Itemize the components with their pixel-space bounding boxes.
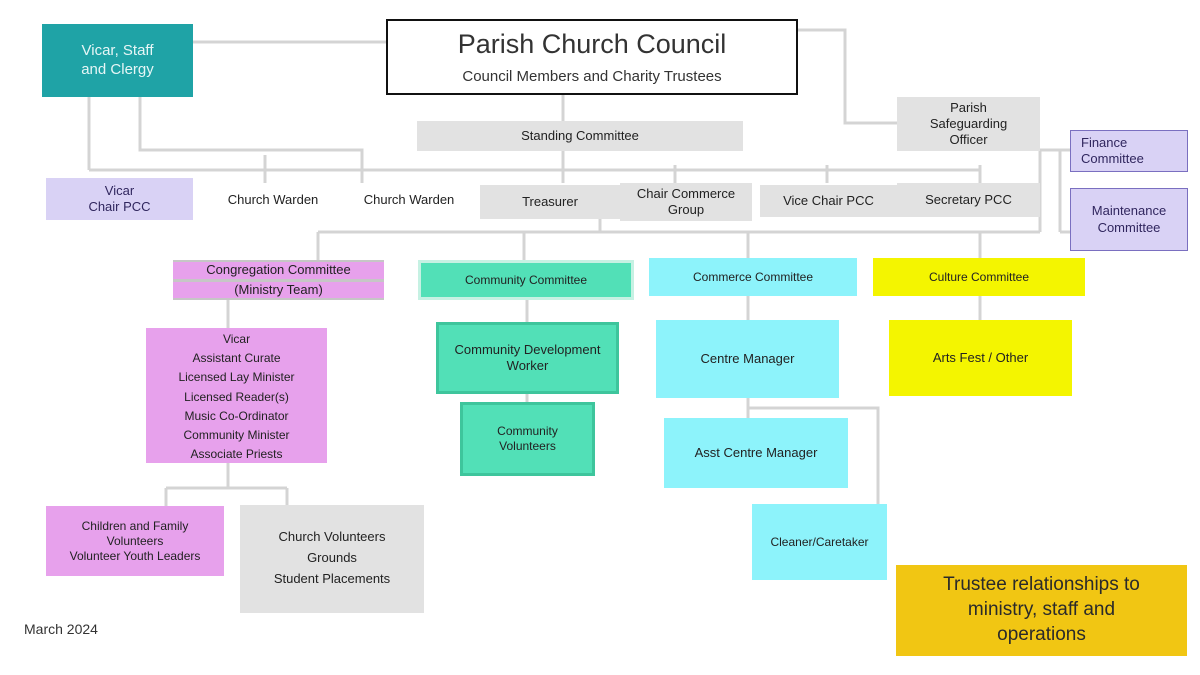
cleaner-caretaker-box: Cleaner/Caretaker — [752, 504, 887, 580]
church-volunteers-line3: Student Placements — [273, 570, 391, 586]
trustee-note-line1: Trustee relationships to — [943, 574, 1140, 596]
commerce-committee-box: Commerce Committee — [649, 258, 857, 296]
safeguarding-officer-box: Parish Safeguarding Officer — [897, 97, 1040, 151]
church-volunteers-box: Church Volunteers Grounds Student Placem… — [240, 505, 424, 613]
congregation-committee-box: Congregation Committee (Ministry Team) — [173, 260, 384, 300]
finance-committee-box: Finance Committee — [1070, 130, 1188, 172]
vicar-chair-line1: Vicar — [104, 182, 135, 198]
vicar-chair-line2: Chair PCC — [88, 199, 151, 214]
safeguarding-line1: Parish — [950, 99, 987, 115]
ministry-box: Vicar, Staff and Clergy — [42, 24, 193, 97]
safeguarding-line2: Safeguarding — [929, 115, 1008, 131]
congregation-title: Congregation Committee — [173, 262, 384, 279]
congregation-subtitle: (Ministry Team) — [173, 281, 384, 298]
children-line3: Volunteer Youth Leaders — [69, 548, 201, 563]
trustee-note-line3: operations — [997, 623, 1086, 645]
community-committee-box: Community Committee — [418, 260, 634, 300]
trustee-note-box: Trustee relationships to ministry, staff… — [896, 565, 1187, 656]
community-development-worker-box: Community Development Worker — [436, 322, 619, 394]
ministry-team-0: Vicar — [222, 332, 251, 346]
ministry-team-5: Community Minister — [183, 427, 290, 442]
trustee-note-line2: ministry, staff and — [967, 599, 1116, 621]
standing-committee-box: Standing Committee — [417, 121, 743, 151]
children-family-box: Children and Family Volunteers Volunteer… — [46, 506, 224, 576]
ministry-team-1: Assistant Curate — [192, 351, 281, 366]
ministry-team-2: Licensed Lay Minister — [178, 370, 295, 385]
ministry-team-6: Associate Priests — [190, 447, 283, 462]
officer-church-warden-1: Church Warden — [227, 191, 319, 207]
community-worker-line1: Community Development — [454, 341, 601, 357]
officer-treasurer: Treasurer — [480, 185, 620, 219]
arts-fest-box: Arts Fest / Other — [889, 320, 1072, 396]
ministry-line1: Vicar, Staff — [81, 41, 154, 59]
finance-line2: Committee — [1081, 151, 1144, 166]
council-title: Parish Church Council — [457, 28, 727, 59]
culture-committee-box: Culture Committee — [873, 258, 1085, 296]
ministry-line2: and Clergy — [81, 60, 154, 78]
maintenance-line2: Committee — [1097, 219, 1161, 235]
asst-centre-manager-box: Asst Centre Manager — [664, 418, 848, 488]
centre-manager-box: Centre Manager — [656, 320, 839, 398]
church-volunteers-line2: Grounds — [307, 549, 357, 565]
officer-vice-chair-pcc: Vice Chair PCC — [760, 185, 897, 217]
council-subtitle: Council Members and Charity Trustees — [462, 67, 722, 85]
church-volunteers-line1: Church Volunteers — [278, 529, 386, 544]
community-sub-line2: Volunteers — [499, 439, 556, 453]
footer-date: March 2024 — [24, 621, 98, 637]
maintenance-line1: Maintenance — [1091, 203, 1167, 219]
ministry-team-box: Vicar Assistant Curate Licensed Lay Mini… — [146, 328, 327, 463]
community-sub-line1: Community — [497, 424, 558, 438]
children-line1: Children and Family — [81, 518, 189, 533]
officer-church-warden-2: Church Warden — [363, 191, 455, 207]
ministry-team-3: Licensed Reader(s) — [184, 389, 289, 404]
community-volunteers-box: Community Volunteers — [460, 402, 595, 476]
officer-chair-commerce-group: Chair Commerce Group — [620, 183, 752, 221]
parish-church-council-box: Parish Church Council Council Members an… — [386, 19, 798, 95]
children-line2: Volunteers — [106, 533, 164, 548]
maintenance-committee-box: Maintenance Committee — [1070, 188, 1188, 251]
vicar-chair-pcc-box: Vicar Chair PCC — [46, 178, 193, 220]
officer-secretary-pcc: Secretary PCC — [897, 183, 1040, 217]
safeguarding-line3: Officer — [949, 132, 988, 148]
community-worker-line2: Worker — [506, 358, 549, 373]
ministry-team-4: Music Co-Ordinator — [184, 408, 289, 423]
finance-line1: Finance — [1081, 134, 1128, 150]
